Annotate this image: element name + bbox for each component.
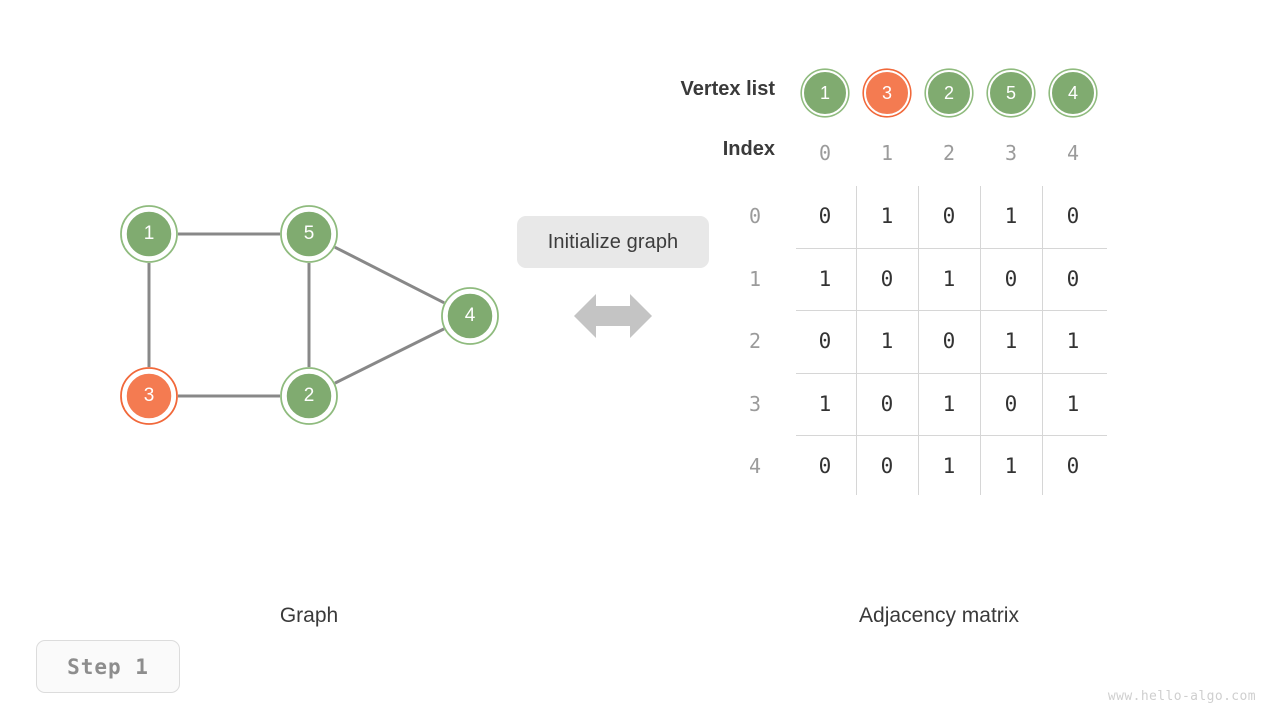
matrix-row-label: 3 (748, 392, 762, 416)
operation-tag-label: Initialize graph (547, 230, 679, 253)
watermark: www.hello-algo.com (1107, 689, 1256, 704)
graph-edge (334, 245, 445, 305)
matrix-cell[interactable]: 1 (1066, 329, 1080, 353)
matrix-row-label: 0 (748, 204, 762, 228)
graph-edge (334, 327, 445, 385)
matrix-cell[interactable]: 0 (942, 329, 956, 353)
matrix-grid-line-horizontal (796, 247, 1107, 249)
matrix-cell[interactable]: 1 (942, 454, 956, 478)
matrix-cell[interactable]: 1 (942, 267, 956, 291)
matrix-cell[interactable]: 1 (818, 267, 832, 291)
matrix-cell[interactable]: 1 (880, 204, 894, 228)
matrix-grid-line-horizontal (796, 310, 1107, 311)
graph-canvas (120, 205, 499, 425)
matrix-cell[interactable]: 1 (1004, 454, 1018, 478)
graph-caption: Graph (279, 604, 339, 627)
graph-node[interactable] (280, 367, 338, 425)
double-arrow-icon (574, 294, 652, 338)
graph-node-layer (120, 205, 499, 425)
matrix-cell[interactable]: 0 (880, 267, 894, 291)
matrix-cell[interactable]: 0 (1004, 267, 1018, 291)
matrix-cell[interactable]: 0 (1004, 392, 1018, 416)
matrix-cell[interactable]: 0 (1066, 267, 1080, 291)
matrix-cell[interactable]: 0 (818, 454, 832, 478)
graph-node[interactable] (120, 367, 178, 425)
vertex-list-item[interactable]: 3 (864, 70, 910, 116)
operation-tag: Initialize graph (517, 216, 709, 268)
graph-node[interactable] (280, 205, 338, 263)
matrix-cell[interactable]: 1 (1066, 392, 1080, 416)
vertex-list-item[interactable]: 5 (988, 70, 1034, 116)
matrix-cell[interactable]: 0 (1066, 454, 1080, 478)
index-digit: 4 (1066, 141, 1080, 165)
matrix-cell[interactable]: 0 (818, 329, 832, 353)
index-label: Index (722, 138, 775, 160)
matrix-cell[interactable]: 0 (942, 204, 956, 228)
vertex-list-item[interactable]: 2 (926, 70, 972, 116)
matrix-grid-line-vertical (856, 186, 857, 495)
graph-node[interactable] (441, 287, 499, 345)
matrix-grid-line-vertical (918, 186, 919, 495)
matrix-cell[interactable]: 0 (1066, 204, 1080, 228)
matrix-row-label: 4 (748, 454, 762, 478)
matrix-cell[interactable]: 0 (880, 392, 894, 416)
matrix-cell[interactable]: 1 (880, 329, 894, 353)
matrix-cell[interactable]: 1 (818, 392, 832, 416)
adjacency-matrix-caption: Adjacency matrix (859, 604, 1019, 627)
matrix-grid-line-vertical (1042, 186, 1043, 495)
matrix-row-label: 2 (748, 329, 762, 353)
index-digit: 2 (942, 141, 956, 165)
matrix-grid-line-vertical (980, 186, 981, 495)
index-digit: 3 (1004, 141, 1018, 165)
vertex-list-item[interactable]: 1 (802, 70, 848, 116)
vertex-list-label: Vertex list (680, 78, 775, 100)
vertex-list-item[interactable]: 4 (1050, 70, 1096, 116)
matrix-cell[interactable]: 0 (818, 204, 832, 228)
step-badge[interactable]: Step 1 (36, 640, 180, 693)
matrix-row-label: 1 (748, 267, 762, 291)
index-digit: 0 (818, 141, 832, 165)
matrix-grid-line-horizontal (796, 435, 1107, 436)
matrix-cell[interactable]: 1 (1004, 204, 1018, 228)
step-badge-label: Step 1 (67, 654, 149, 679)
matrix-cell[interactable]: 0 (880, 454, 894, 478)
matrix-cell[interactable]: 1 (1004, 329, 1018, 353)
matrix-grid-line-horizontal (796, 372, 1107, 374)
matrix-cell[interactable]: 1 (942, 392, 956, 416)
graph-node[interactable] (120, 205, 178, 263)
index-digit: 1 (880, 141, 894, 165)
graph-edge-layer (147, 232, 445, 398)
